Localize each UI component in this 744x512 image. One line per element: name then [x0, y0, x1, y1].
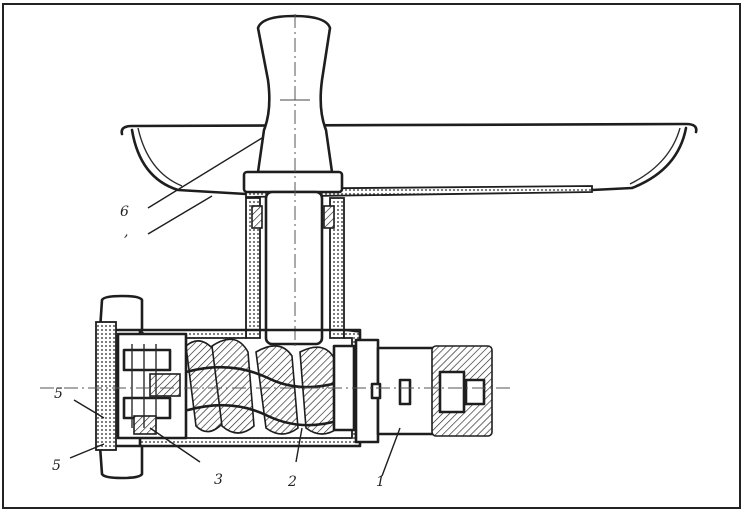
callout-4: 5	[52, 458, 61, 474]
auger-screw	[184, 338, 356, 435]
callout-6: 6	[120, 204, 129, 220]
callout-2: 2	[287, 474, 297, 490]
front-assembly	[95, 294, 188, 480]
rear-shaft	[354, 338, 493, 444]
callout-unlabeled: ,	[124, 224, 128, 240]
pusher	[242, 14, 344, 350]
feed-tray	[120, 122, 698, 198]
callout-3: 3	[214, 472, 223, 488]
callout-1: 1	[376, 474, 385, 490]
leader-lines	[69, 137, 401, 477]
callout-5: 5	[54, 386, 63, 402]
figure-frame	[2, 3, 741, 509]
